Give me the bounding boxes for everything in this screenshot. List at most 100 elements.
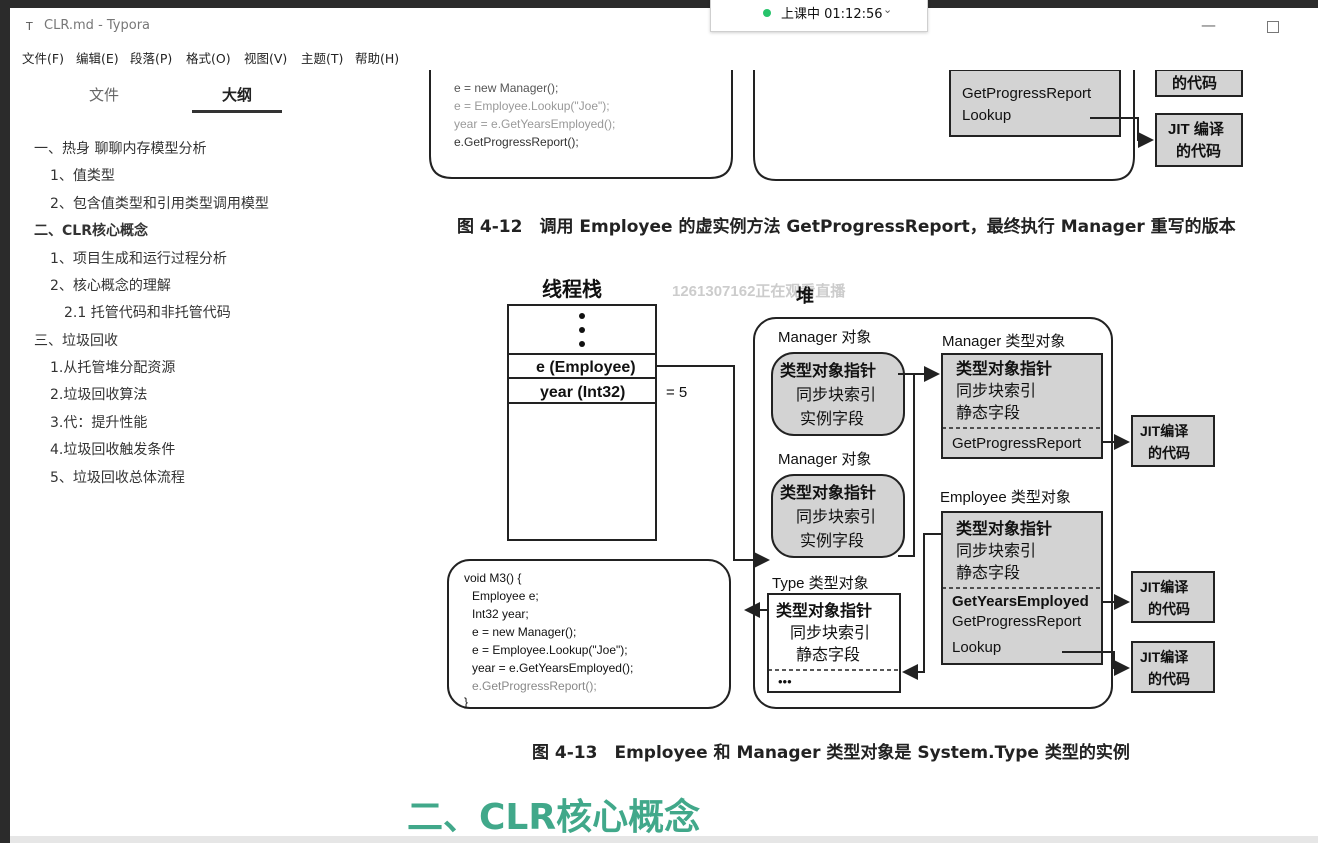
code-line: e.GetProgressReport(); [472, 679, 597, 693]
section-heading: 二、CLR核心概念 [407, 797, 701, 838]
arrow [902, 533, 942, 680]
jit-label: 的代码 [1148, 601, 1190, 617]
outline-item[interactable]: 1、值类型 [50, 168, 115, 184]
field: 同步块索引 [956, 382, 1036, 400]
typora-window: T CLR.md - Typora — 文件(F) 编辑(E) 段落(P) 格式… [10, 8, 1318, 843]
field: 同步块索引 [790, 624, 870, 642]
figure-caption: 图 4-12 调用 Employee 的虚实例方法 GetProgressRep… [457, 217, 1236, 237]
jit-label: JIT编译 [1140, 579, 1189, 595]
outline-item[interactable]: 2、包含值类型和引用类型调用模型 [50, 196, 269, 212]
menu-theme[interactable]: 主题(T) [301, 51, 344, 66]
outline-item[interactable]: 4.垃圾回收触发条件 [50, 442, 176, 458]
figure-4-13: 线程栈 e (Employee) year (Int32) = 5 126130… [447, 277, 1215, 709]
outline-item[interactable]: 一、热身 聊聊内存模型分析 [34, 141, 207, 157]
field: 类型对象指针 [956, 359, 1052, 378]
menu-bar: 文件(F) 编辑(E) 段落(P) 格式(O) 视图(V) 主题(T) 帮助(H… [10, 44, 1318, 68]
field: 静态字段 [956, 564, 1020, 582]
field: 类型对象指针 [956, 519, 1052, 538]
figure-4-12: e = new Manager(); e = Employee.Lookup("… [429, 70, 1243, 181]
jit-box [1131, 415, 1215, 467]
outline-item[interactable]: 3.代：提升性能 [50, 415, 148, 431]
code-line: Int32 year; [472, 607, 529, 621]
jit-label: 的代码 [1172, 74, 1217, 92]
method-name: GetYearsEmployed [952, 593, 1089, 610]
stack-slot: year (Int32) [540, 384, 625, 401]
active-tab-indicator [192, 110, 282, 113]
type-object-box [949, 70, 1121, 137]
outline-item[interactable]: 2、核心概念的理解 [50, 278, 171, 294]
jit-box [1155, 70, 1243, 97]
menu-view[interactable]: 视图(V) [244, 51, 288, 66]
method-name: GetProgressReport [962, 85, 1092, 102]
jit-label: 的代码 [1148, 445, 1190, 461]
maximize-icon[interactable] [1267, 21, 1279, 33]
method-name: Lookup [952, 639, 1001, 656]
code-box [447, 559, 731, 709]
stack-dot [579, 313, 585, 319]
jit-box [1155, 113, 1243, 167]
field: 实例字段 [800, 410, 864, 428]
watermark: 1261307162正在观看直播 [672, 282, 846, 300]
stack-dot [579, 327, 585, 333]
type-type-object [767, 593, 901, 693]
figure-caption: 图 4-13 Employee 和 Manager 类型对象是 System.T… [532, 743, 1130, 763]
editor-content[interactable]: e = new Manager(); e = Employee.Lookup("… [302, 70, 1318, 843]
jit-box [1131, 641, 1215, 693]
stack-dot [579, 341, 585, 347]
year-value: = 5 [666, 384, 687, 401]
outline-item[interactable]: 1、项目生成和运行过程分析 [50, 251, 227, 267]
outline-item[interactable]: 1.从托管堆分配资源 [50, 360, 176, 376]
manager-object [771, 352, 905, 436]
thread-stack [507, 304, 657, 541]
field: 静态字段 [796, 646, 860, 664]
object-label: Type 类型对象 [772, 575, 869, 592]
field: 静态字段 [956, 404, 1020, 422]
outline-item[interactable]: 2.垃圾回收算法 [50, 387, 148, 403]
menu-file[interactable]: 文件(F) [22, 51, 64, 66]
tab-files[interactable]: 文件 [89, 86, 120, 104]
arrow [656, 365, 770, 568]
code-line: e = new Manager(); [472, 625, 576, 639]
outline-item[interactable]: 5、垃圾回收总体流程 [50, 470, 185, 486]
menu-format[interactable]: 格式(O) [186, 51, 231, 66]
chevron-down-icon[interactable]: ⌄ [883, 3, 893, 16]
code-line: e = Employee.Lookup("Joe"); [454, 99, 610, 113]
method-name: GetProgressReport [952, 613, 1082, 630]
field: 类型对象指针 [776, 601, 872, 620]
code-line: void M3() { [464, 571, 521, 585]
jit-label: 的代码 [1176, 142, 1221, 160]
arrow [1062, 651, 1130, 676]
code-line: e = new Manager(); [454, 81, 558, 95]
stack-slot: e (Employee) [536, 359, 636, 376]
code-line: e.GetProgressReport(); [454, 135, 579, 149]
outline-item[interactable]: 2.1 托管代码和非托管代码 [64, 305, 231, 321]
jit-label: JIT编译 [1140, 423, 1189, 439]
outline-item-active[interactable]: 二、CLR核心概念 [34, 223, 148, 239]
menu-help[interactable]: 帮助(H) [355, 51, 400, 66]
live-class-indicator[interactable]: 上课中 01:12:56 ⌄ [710, 0, 928, 32]
typora-icon: T [26, 20, 33, 33]
method-name: Lookup [962, 107, 1011, 124]
live-timer: 上课中 01:12:56 [781, 7, 883, 22]
menu-paragraph[interactable]: 段落(P) [130, 51, 173, 66]
arrow [898, 374, 915, 557]
tab-outline[interactable]: 大纲 [222, 86, 253, 104]
code-line: } [464, 695, 468, 709]
more-marker: ••• [778, 674, 792, 689]
sidebar: 文件 大纲 一、热身 聊聊内存模型分析 1、值类型 2、包含值类型和引用类型调用… [10, 70, 302, 843]
code-line: year = e.GetYearsEmployed(); [472, 661, 633, 675]
field: 实例字段 [800, 532, 864, 550]
field: 同步块索引 [956, 542, 1036, 560]
field: 类型对象指针 [780, 361, 876, 380]
field: 类型对象指针 [780, 483, 876, 502]
object-label: Manager 对象 [778, 451, 871, 468]
stack-title: 线程栈 [542, 277, 602, 301]
heap-title: 堆 [796, 285, 814, 306]
jit-box [1131, 571, 1215, 623]
code-line: year = e.GetYearsEmployed(); [454, 117, 615, 131]
object-label: Manager 对象 [778, 329, 871, 346]
minimize-button[interactable]: — [1201, 16, 1216, 34]
outline-item[interactable]: 三、垃圾回收 [34, 333, 118, 349]
jit-label: 的代码 [1148, 671, 1190, 687]
menu-edit[interactable]: 编辑(E) [76, 51, 119, 66]
